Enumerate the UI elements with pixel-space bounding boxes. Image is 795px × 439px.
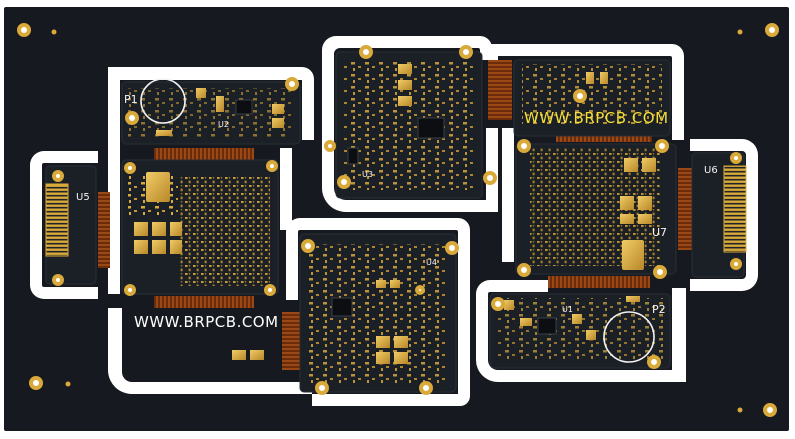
label-u3: U3 (362, 170, 373, 179)
label-p2: P2 (652, 303, 666, 316)
routing-slots (30, 36, 758, 406)
gold-pads (134, 64, 656, 364)
label-u1: U1 (562, 305, 573, 314)
label-u7: U7 (652, 226, 667, 239)
label-u5: U5 (76, 192, 90, 203)
website-text-top: WWW.BRPCB.COM (524, 109, 669, 127)
label-u4: U4 (426, 258, 437, 267)
connectors (45, 165, 747, 257)
label-p1: P1 (124, 93, 138, 106)
label-u6: U6 (704, 165, 718, 176)
silkscreen-labels: P1 U2 U5 U3 U4 U6 U7 U1 P2 WWW.BRPCB.COM… (76, 93, 718, 331)
website-text-bottom: WWW.BRPCB.COM (134, 313, 279, 331)
mounting-holes (17, 23, 779, 417)
label-u2: U2 (218, 120, 229, 129)
battery-holders (140, 78, 655, 363)
ic-chips (235, 99, 557, 335)
